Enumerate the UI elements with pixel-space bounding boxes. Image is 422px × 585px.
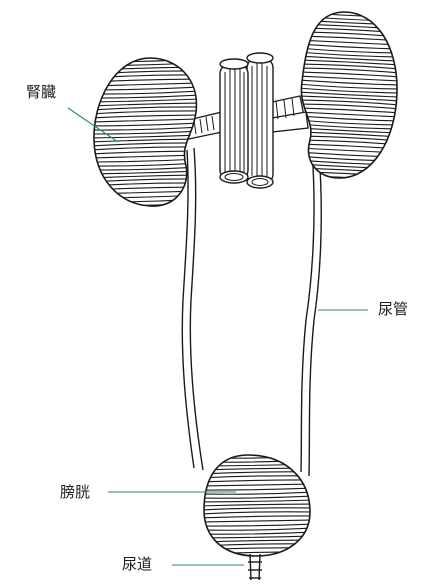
shading-stroke: [200, 448, 314, 450]
ureter-right: [301, 150, 321, 476]
shading-stroke: [298, 4, 400, 9]
shading-stroke: [90, 51, 200, 54]
ureter-left: [182, 148, 203, 470]
shading-stroke: [90, 207, 200, 210]
bladder: [200, 448, 314, 558]
ureter-label: 尿管: [378, 300, 408, 318]
urethra: [248, 554, 262, 580]
shading-stroke: [200, 452, 314, 454]
kidney-right: [298, 4, 400, 189]
bladder-label: 膀胱: [60, 483, 90, 501]
shading-stroke: [90, 211, 200, 214]
aorta: [247, 53, 273, 188]
shading-stroke: [90, 47, 200, 50]
kidney-left: [90, 47, 200, 214]
kidney-label: 腎臓: [26, 83, 56, 101]
urethra-label: 尿道: [122, 555, 152, 573]
vena-cava: [220, 59, 248, 183]
